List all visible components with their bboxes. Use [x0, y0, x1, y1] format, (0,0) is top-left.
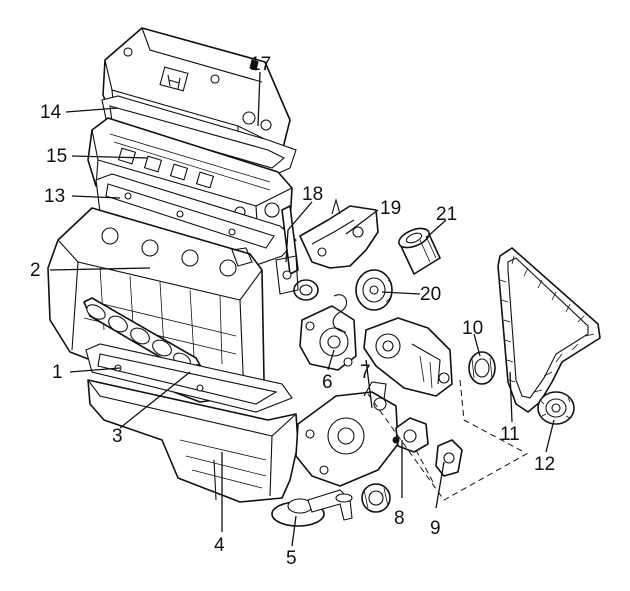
callout-8: 8: [394, 508, 405, 529]
water-pump: [299, 305, 357, 371]
callout-15: 15: [46, 146, 67, 167]
callout-2: 2: [30, 260, 41, 281]
timing-cover-bracket: [299, 197, 379, 269]
dipstick-tube: [275, 205, 299, 295]
callout-10: 10: [462, 318, 483, 339]
callout-12: 12: [534, 454, 555, 475]
callout-6: 6: [322, 372, 333, 393]
callout-20: 20: [420, 284, 441, 305]
oil-pan-gasket: [85, 343, 293, 413]
o-ring: [293, 279, 348, 333]
timing-belt: [497, 247, 601, 413]
callout-3: 3: [112, 426, 123, 447]
idler-bracket: [435, 439, 463, 477]
callout-11: 11: [500, 424, 520, 445]
leader-lines: [49, 71, 555, 547]
idler-pulley: [468, 351, 496, 385]
callout-17: 17: [250, 54, 271, 75]
oil-pump: [295, 381, 399, 487]
crankshaft-pulley: [537, 391, 575, 425]
oil-pan: [87, 379, 299, 503]
oil-seal-ring: [361, 483, 391, 513]
callout-9: 9: [430, 518, 441, 539]
timing-pulley: [355, 269, 393, 311]
callout-14: 14: [40, 102, 62, 123]
tensioner: [392, 417, 429, 453]
assembly-guide-lines: [367, 379, 531, 501]
callout-labels: 1 2 3 4 5 6 7 8 9 10 11 12 13 14 15 17 1…: [30, 54, 555, 569]
callout-18: 18: [302, 184, 323, 205]
oil-filter: [398, 227, 441, 275]
callout-19: 19: [380, 198, 401, 219]
callout-7: 7: [360, 362, 371, 383]
water-housing: [363, 317, 453, 397]
callout-21: 21: [436, 204, 457, 225]
callout-5: 5: [286, 548, 297, 569]
callout-4: 4: [214, 535, 225, 556]
callout-1: 1: [52, 362, 63, 383]
oil-strainer: [271, 489, 353, 527]
callout-13: 13: [44, 186, 65, 207]
